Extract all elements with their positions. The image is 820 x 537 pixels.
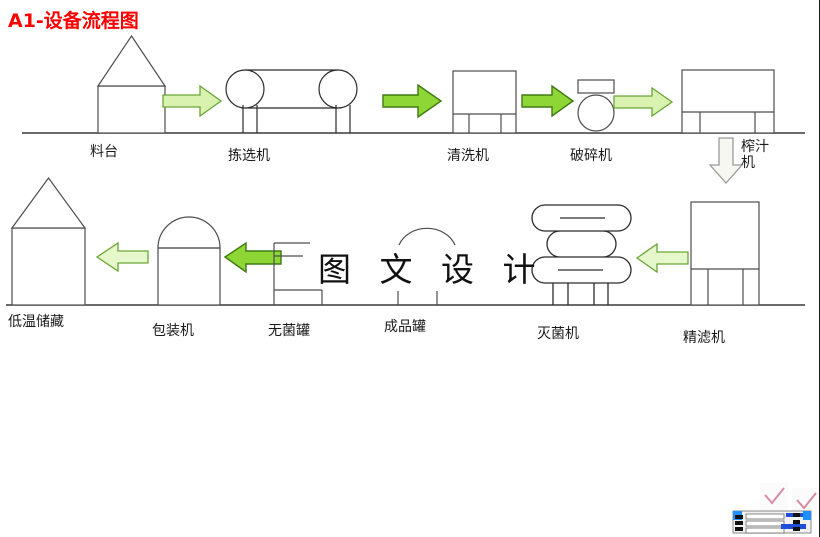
row-2-group [6, 176, 805, 306]
station-feed-table [96, 34, 167, 134]
station-sorting-machine [225, 69, 358, 133]
station-product-tank [397, 227, 456, 305]
arrow-down-to-row-2 [708, 137, 744, 184]
station-sterilizer [531, 204, 632, 305]
label-sterile-tank: 无菌罐 [268, 323, 310, 339]
arrow-1-right [162, 84, 223, 118]
label-sorting-machine: 拣选机 [228, 148, 270, 164]
watermark-text: 图 文 设 计 [318, 250, 545, 289]
label-fine-filter: 精滤机 [683, 330, 725, 346]
label-washing-machine: 清洗机 [447, 148, 489, 164]
page-title: A1-设备流程图 [8, 10, 139, 32]
label-packaging-machine: 包装机 [152, 323, 194, 339]
arrow-2-right [382, 83, 443, 119]
arrow-6-left [223, 241, 282, 274]
row-1-group [22, 34, 805, 184]
label-cold-storage: 低温储藏 [8, 314, 64, 330]
check-icon-1[interactable] [760, 483, 788, 511]
arrow-4-right [613, 86, 674, 118]
station-cold-storage [10, 176, 87, 306]
station-crusher [577, 79, 615, 132]
label-juicer: 榨汁机 [741, 139, 769, 172]
station-sterile-tank [273, 242, 323, 305]
station-juicer [681, 69, 775, 134]
label-product-tank: 成品罐 [384, 319, 426, 335]
floating-toolbar-artifact[interactable] [732, 483, 820, 534]
arrow-3-right [521, 84, 575, 118]
label-sterilizer: 灭菌机 [537, 326, 579, 342]
arrow-7-left [635, 242, 689, 274]
label-feed-table: 料台 [90, 144, 118, 160]
station-packaging-machine [157, 216, 221, 306]
station-washing-machine [452, 70, 517, 134]
label-crusher: 破碎机 [570, 148, 612, 164]
station-fine-filter [690, 201, 760, 306]
arrow-5-left [95, 241, 149, 273]
